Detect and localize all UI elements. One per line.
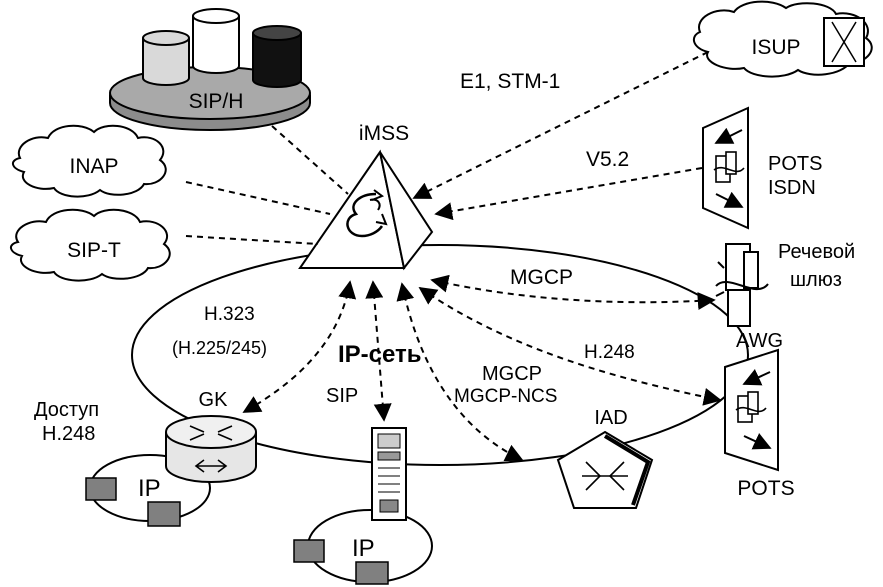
- terminal-icon: [355, 561, 389, 585]
- sip-server-tower-icon: [371, 427, 407, 521]
- h225-245-label: (H.225/245): [172, 338, 267, 358]
- iad-device: IAD: [556, 407, 654, 509]
- pots-isdn-access-unit: POTS ISDN: [702, 106, 822, 230]
- terminal-icon: [147, 501, 181, 527]
- link-sip-server: [365, 280, 392, 422]
- sip-h-server-platform: SIP/H: [109, 8, 311, 131]
- speech-gateway-awg: Речевой шлюз AWG: [715, 241, 855, 352]
- link-h248-pots: [418, 286, 722, 406]
- gk-label: GK: [199, 389, 229, 411]
- iad-label: IAD: [594, 407, 627, 429]
- sip-t-cloud: SIP-T: [10, 208, 171, 282]
- mgcp-mid-label: MGCP: [482, 363, 542, 385]
- database-cylinder-white-icon: [192, 8, 240, 74]
- converter-icon: [713, 151, 745, 183]
- h323-label: H.323: [204, 304, 255, 325]
- isup-cloud: ISUP: [692, 0, 873, 78]
- ip-network-ellipse: [131, 244, 749, 466]
- pots-bottom-label: POTS: [737, 477, 794, 500]
- epsilon-logo-icon: [346, 189, 388, 238]
- database-cylinder-light-icon: [142, 30, 190, 86]
- access-label-line2: H.248: [42, 423, 95, 445]
- isup-label: ISUP: [751, 36, 800, 59]
- ip-left-label: IP: [138, 475, 161, 502]
- router-arrows-icon: [189, 425, 233, 473]
- pots-gateway-bottom: POTS: [724, 348, 795, 500]
- imss-label: iMSS: [359, 122, 409, 145]
- pots-isdn-label-line1: POTS: [768, 153, 822, 175]
- link-siph-imss: [271, 125, 349, 195]
- sip-t-label: SIP-T: [67, 239, 121, 262]
- link-isup-imss: [412, 51, 709, 199]
- sip-label: SIP: [326, 385, 358, 407]
- speech-gateway-label-line1: Речевой: [778, 241, 855, 263]
- link-pots-isdn-imss: [434, 167, 703, 221]
- h248-mid-label: H.248: [584, 342, 635, 363]
- gk-router: GK: [165, 389, 257, 483]
- mgcp-ncs-label: MGCP-NCS: [454, 386, 557, 407]
- database-cylinder-dark-icon: [252, 25, 302, 88]
- e1-stm1-label: E1, STM-1: [460, 70, 560, 93]
- switch-icon: [823, 17, 865, 67]
- ip-bottom-label: IP: [352, 535, 375, 562]
- access-label-line1: Доступ: [34, 399, 99, 421]
- mgcp-top-label: MGCP: [510, 266, 573, 289]
- terminal-icon: [85, 477, 117, 501]
- link-sipt-imss: [185, 235, 319, 245]
- inap-label: INAP: [69, 155, 118, 178]
- ip-network-label: IP-сеть: [338, 341, 422, 368]
- pots-isdn-label-line2: ISDN: [768, 177, 816, 199]
- sip-h-label: SIP/H: [189, 90, 244, 113]
- terminal-icon: [293, 539, 325, 563]
- awg-label: AWG: [736, 330, 783, 352]
- v52-label: V5.2: [586, 148, 629, 171]
- speech-gateway-label-line2: шлюз: [790, 269, 842, 291]
- ip-subnet-bottom: IP: [293, 509, 433, 585]
- router-arrows-icon: [582, 461, 628, 491]
- converter-icon: [735, 391, 767, 423]
- link-inap-imss: [185, 181, 331, 215]
- inap-cloud: INAP: [12, 124, 167, 198]
- imss-softswitch: iMSS: [298, 122, 434, 271]
